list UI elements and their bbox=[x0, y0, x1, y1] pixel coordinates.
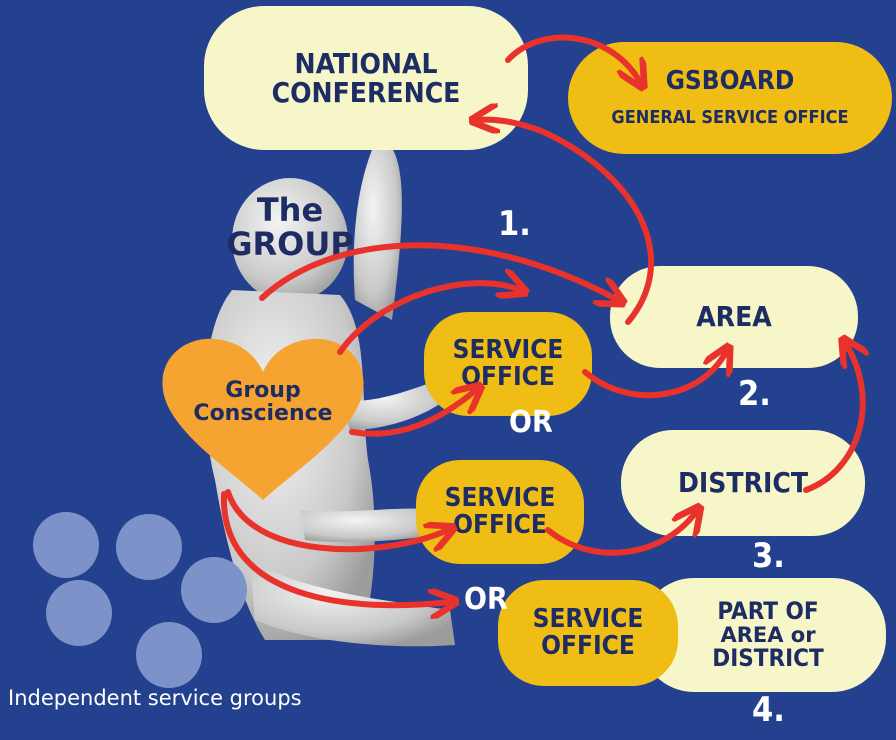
the-group-line1: The bbox=[256, 191, 324, 230]
area-box: AREA bbox=[610, 266, 858, 368]
part-of-line3: DISTRICT bbox=[712, 644, 824, 673]
independent-service-groups-label: Independent service groups bbox=[8, 686, 302, 710]
arrow-conference-to-gsboard bbox=[505, 34, 640, 82]
arrow-service-office-2-to-district bbox=[545, 512, 696, 556]
service-office-1: SERVICE OFFICE bbox=[424, 312, 592, 416]
arrow-service-office-1-to-area bbox=[582, 352, 726, 399]
district-label: DISTRICT bbox=[677, 466, 809, 500]
dot bbox=[136, 622, 202, 688]
service-office-2-line2: OFFICE bbox=[453, 510, 547, 540]
step-1: 1. bbox=[498, 204, 531, 244]
service-office-2-line1: SERVICE bbox=[444, 482, 556, 513]
arrow-district-to-area bbox=[803, 344, 863, 493]
arrow-heart-to-service-office-3 bbox=[220, 491, 450, 605]
gsboard-title: GSBOARD bbox=[665, 65, 795, 96]
part-of-area-or-district-box: PART OF AREA or DISTRICT bbox=[640, 578, 886, 692]
dot bbox=[33, 512, 99, 578]
arrow-heart-to-service-office-2 bbox=[225, 489, 448, 549]
national-conference-line2: CONFERENCE bbox=[271, 76, 461, 109]
gsboard-subtitle: GENERAL SERVICE OFFICE bbox=[611, 107, 849, 129]
service-office-3-line2: OFFICE bbox=[541, 631, 635, 661]
step-4: 4. bbox=[752, 690, 785, 730]
part-of-line1: PART OF bbox=[717, 596, 819, 625]
group-conscience-line2: Conscience bbox=[193, 401, 333, 426]
step-2: 2. bbox=[738, 374, 771, 414]
the-group-label: The GROUP bbox=[226, 191, 354, 264]
arrow-group-to-area bbox=[259, 242, 618, 300]
arrow-area-to-conference bbox=[478, 120, 655, 325]
national-conference-line1: NATIONAL bbox=[294, 46, 438, 80]
arrow-heart-to-service-office-1 bbox=[337, 283, 520, 355]
service-office-3: SERVICE OFFICE bbox=[498, 580, 678, 686]
step-3: 3. bbox=[752, 536, 785, 576]
service-office-1-line1: SERVICE bbox=[452, 334, 564, 365]
dot bbox=[181, 557, 247, 623]
dot bbox=[46, 580, 112, 646]
or-label-2: OR bbox=[464, 582, 508, 617]
group-conscience-line1: Group bbox=[225, 377, 301, 403]
dot bbox=[116, 514, 182, 580]
group-conscience-label: Group Conscience bbox=[163, 372, 363, 432]
area-label: AREA bbox=[696, 300, 772, 334]
arrow-heart-to-service-office-1b bbox=[349, 390, 476, 437]
or-label-1: OR bbox=[509, 405, 553, 440]
service-office-3-line1: SERVICE bbox=[532, 603, 644, 634]
part-of-line2: AREA or bbox=[720, 622, 816, 647]
